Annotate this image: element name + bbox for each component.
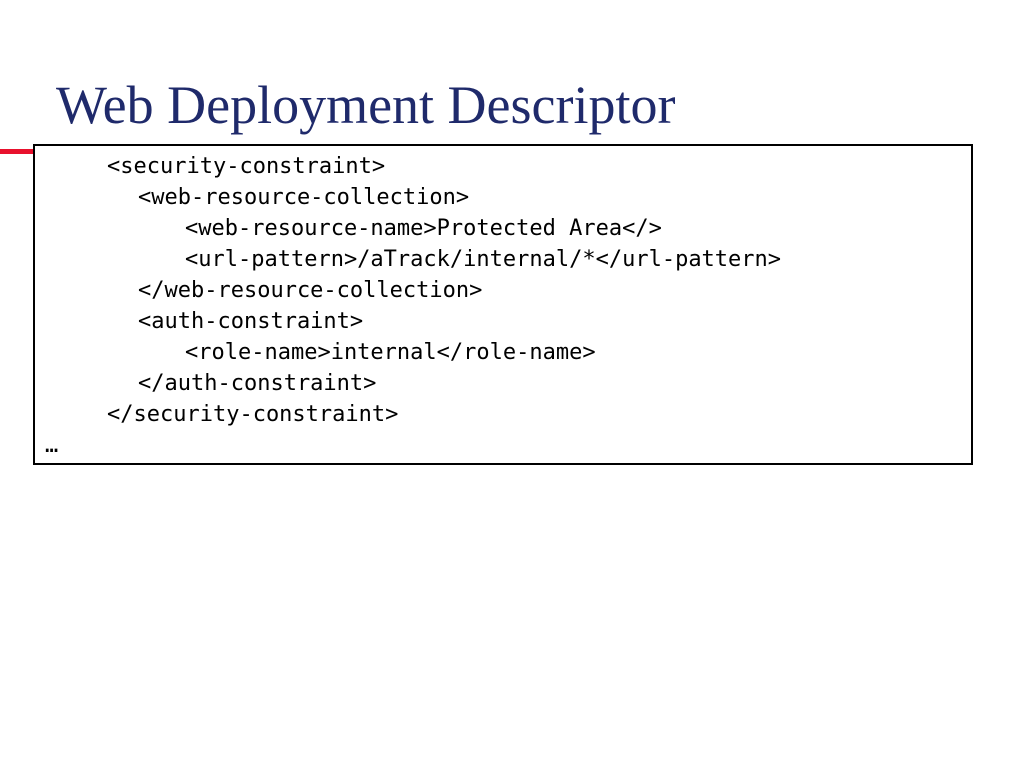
code-line-web-resource-name: <web-resource-name>Protected Area</> (185, 216, 662, 241)
code-line-auth-constraint-open: <auth-constraint> (138, 309, 364, 334)
code-line-auth-constraint-close: </auth-constraint> (138, 371, 377, 396)
accent-rule (0, 149, 34, 154)
code-box: <security-constraint> <web-resource-coll… (33, 144, 973, 465)
slide-title: Web Deployment Descriptor (56, 75, 676, 135)
code-line-security-constraint-close: </security-constraint> (107, 402, 399, 427)
code-line-security-constraint-open: <security-constraint> (107, 154, 386, 179)
code-lines: <security-constraint> <web-resource-coll… (45, 151, 781, 461)
code-line-url-pattern: <url-pattern>/aTrack/internal/*</url-pat… (185, 247, 782, 272)
code-line-web-resource-collection-open: <web-resource-collection> (138, 185, 470, 210)
code-line-role-name: <role-name>internal</role-name> (185, 340, 596, 365)
code-line-web-resource-collection-close: </web-resource-collection> (138, 278, 483, 303)
code-line-ellipsis: … (45, 433, 59, 458)
